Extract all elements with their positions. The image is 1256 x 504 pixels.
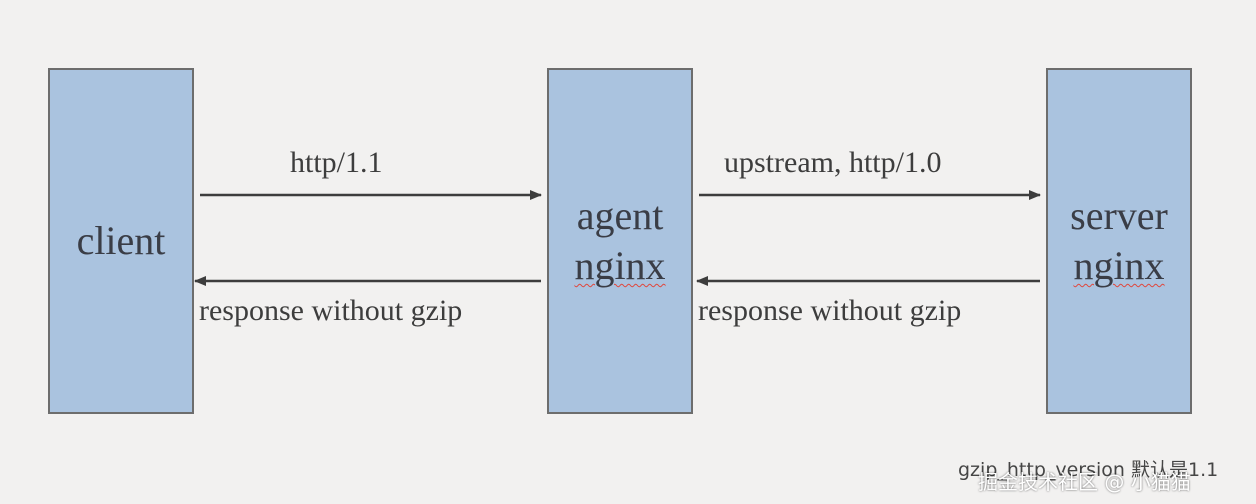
- server-label: server: [1070, 193, 1168, 238]
- server-nginx-label: nginx: [1073, 243, 1165, 288]
- agent-nginx-label: nginx: [574, 243, 666, 288]
- server-nginx-node: server nginx: [1046, 68, 1192, 414]
- agent-nginx-node: agent nginx: [547, 68, 693, 414]
- caption-text: gzip_http_version 默认是1.1: [958, 459, 1219, 481]
- client-label: client: [76, 218, 166, 263]
- edge-label-response-agent: response without gzip: [698, 294, 962, 327]
- client-node: client: [48, 68, 194, 414]
- agent-label: agent: [576, 193, 664, 238]
- edge-label-upstream: upstream, http/1.0: [724, 146, 942, 179]
- edge-label-http11: http/1.1: [290, 146, 383, 179]
- watermark-text: 掘金技术社区 @ 小猫猫: [978, 470, 1191, 494]
- edge-label-response-client: response without gzip: [199, 294, 463, 327]
